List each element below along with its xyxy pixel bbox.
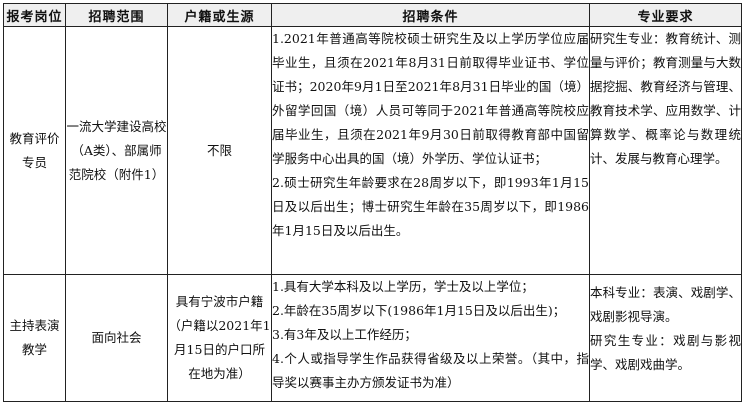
- major-cell: 本科专业：表演、戏剧学、戏剧影视导演。 研究生专业：戏剧与影视学、戏剧戏曲学。: [589, 274, 742, 402]
- major-item: 本科专业：表演、戏剧学、戏剧影视导演。: [590, 285, 741, 324]
- table-header-row: 报考岗位 招聘范围 户籍或生源 招聘条件 专业要求: [3, 3, 742, 27]
- condition-item: 3.有3年及以上工作经历；: [272, 327, 417, 342]
- major-item: 研究生专业：教育统计、测量与评价；教育测量与大数据挖掘、教育经济与管理、教育技术…: [590, 31, 741, 166]
- hukou-text: 具有宁波市户籍（户籍以2021年1月15日的户口所在地为准）: [168, 294, 271, 381]
- recruitment-table: 报考岗位 招聘范围 户籍或生源 招聘条件 专业要求 教育评价专员 一流大学建设高…: [3, 3, 742, 402]
- condition-item: 4.个人或指导学生作品获得省级及以上荣誉。（其中，指导奖以赛事主办方颁发证书为准…: [272, 351, 589, 390]
- table-row: 主持表演教学 面向社会 具有宁波市户籍（户籍以2021年1月15日的户口所在地为…: [3, 274, 742, 402]
- hukou-cell: 具有宁波市户籍（户籍以2021年1月15日的户口所在地为准）: [167, 274, 272, 402]
- major-cell: 研究生专业：教育统计、测量与评价；教育测量与大数据挖掘、教育经济与管理、教育技术…: [589, 26, 742, 275]
- major-item: 研究生专业：戏剧与影视学、戏剧戏曲学。: [590, 333, 741, 372]
- header-major: 专业要求: [589, 3, 742, 27]
- header-scope: 招聘范围: [65, 3, 168, 27]
- scope-cell: 面向社会: [65, 274, 168, 402]
- scope-cell: 一流大学建设高校（A类）、部属师范院校（附件1）: [65, 26, 168, 275]
- position-text: 教育评价专员: [9, 130, 60, 170]
- scope-text: 面向社会: [91, 330, 142, 345]
- header-position: 报考岗位: [3, 3, 66, 27]
- position-cell: 教育评价专员: [3, 26, 66, 275]
- position-cell: 主持表演教学: [3, 274, 66, 402]
- condition-item: 2.年龄在35周岁以下(1986年1月15日及以后出生)；: [272, 303, 566, 318]
- scope-text: 一流大学建设高校（A类）、部属师范院校（附件1）: [66, 118, 167, 182]
- condition-item: 2.硕士研究生年龄要求在28周岁以下，即1993年1月15日及以后出生；博士研究…: [272, 175, 589, 238]
- hukou-text: 不限: [206, 142, 232, 158]
- header-conditions: 招聘条件: [271, 3, 590, 27]
- position-text: 主持表演教学: [9, 318, 60, 357]
- header-hukou: 户籍或生源: [167, 3, 272, 27]
- condition-item: 1.2021年普通高等院校硕士研究生及以上学历学位应届毕业生，且须在2021年8…: [272, 31, 589, 166]
- table-row: 教育评价专员 一流大学建设高校（A类）、部属师范院校（附件1） 不限 1.202…: [3, 26, 742, 275]
- conditions-cell: 1.2021年普通高等院校硕士研究生及以上学历学位应届毕业生，且须在2021年8…: [271, 26, 590, 275]
- conditions-cell: 1.具有大学本科及以上学历，学士及以上学位； 2.年龄在35周岁以下(1986年…: [271, 274, 590, 402]
- condition-item: 1.具有大学本科及以上学历，学士及以上学位；: [272, 279, 534, 294]
- hukou-cell: 不限: [167, 26, 272, 275]
